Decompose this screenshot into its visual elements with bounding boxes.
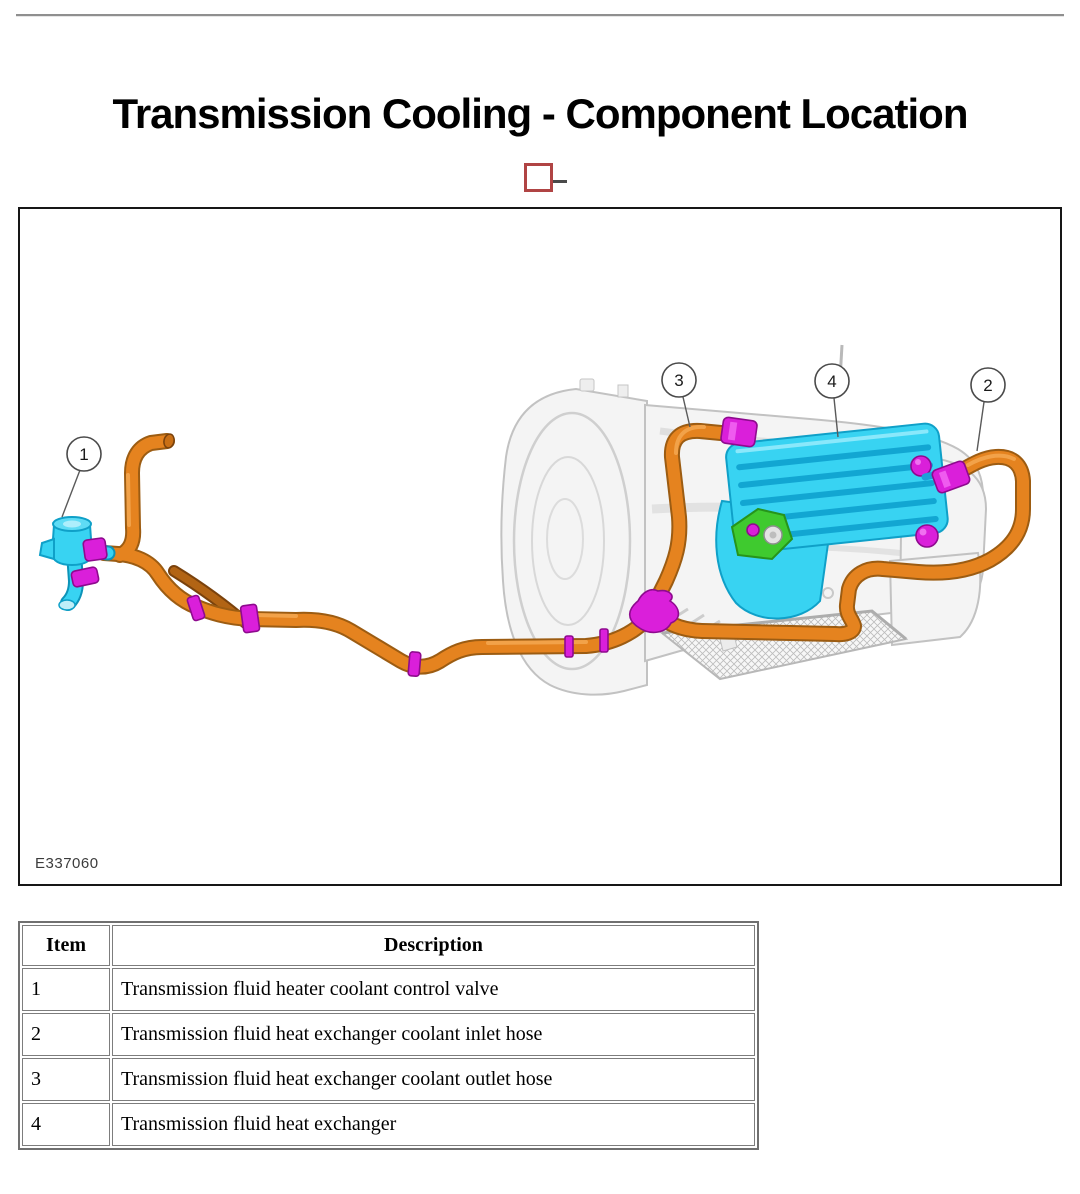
broken-image-icon: [524, 163, 553, 192]
coolant-control-valve-illustration: [38, 516, 116, 611]
callout-4: 4: [814, 363, 850, 438]
item-column-header: Item: [22, 925, 110, 966]
item-cell: 3: [22, 1058, 110, 1101]
description-cell: Transmission fluid heat exchanger coolan…: [112, 1058, 755, 1101]
item-cell: 1: [22, 968, 110, 1011]
coolant-hoses-illustration: [96, 422, 1031, 675]
description-column-header: Description: [112, 925, 755, 966]
hose-clips-and-fittings: [186, 416, 971, 678]
component-location-figure: 1 3 4 2 E337060: [18, 207, 1062, 886]
transmission-cooling-diagram: 1 3 4 2: [38, 344, 1031, 696]
figure-reference-code: E337060: [35, 855, 99, 872]
callout-4-label: 4: [827, 372, 836, 391]
broken-image-dash: [553, 180, 567, 183]
callout-3: 3: [661, 362, 697, 428]
heat-exchanger-illustration: [715, 422, 954, 620]
component-description-table: Item Description 1 Transmission fluid he…: [18, 921, 759, 1150]
table-header-row: Item Description: [22, 925, 755, 966]
table-row: 2 Transmission fluid heat exchanger cool…: [22, 1013, 755, 1056]
page-title: Transmission Cooling - Component Locatio…: [112, 90, 968, 138]
callout-3-label: 3: [674, 371, 683, 390]
table-row: 4 Transmission fluid heat exchanger: [22, 1103, 755, 1146]
callouts: 1 3 4 2: [61, 362, 1006, 518]
top-divider: [16, 14, 1064, 17]
description-cell: Transmission fluid heat exchanger: [112, 1103, 755, 1146]
description-cell: Transmission fluid heat exchanger coolan…: [112, 1013, 755, 1056]
callout-2: 2: [970, 367, 1006, 452]
item-cell: 2: [22, 1013, 110, 1056]
description-cell: Transmission fluid heater coolant contro…: [112, 968, 755, 1011]
item-cell: 4: [22, 1103, 110, 1146]
callout-1-label: 1: [79, 445, 88, 464]
callout-1: 1: [61, 436, 102, 518]
table-row: 1 Transmission fluid heater coolant cont…: [22, 968, 755, 1011]
heat-exchanger-bracket: [730, 507, 794, 561]
callout-2-label: 2: [983, 376, 992, 395]
table-row: 3 Transmission fluid heat exchanger cool…: [22, 1058, 755, 1101]
